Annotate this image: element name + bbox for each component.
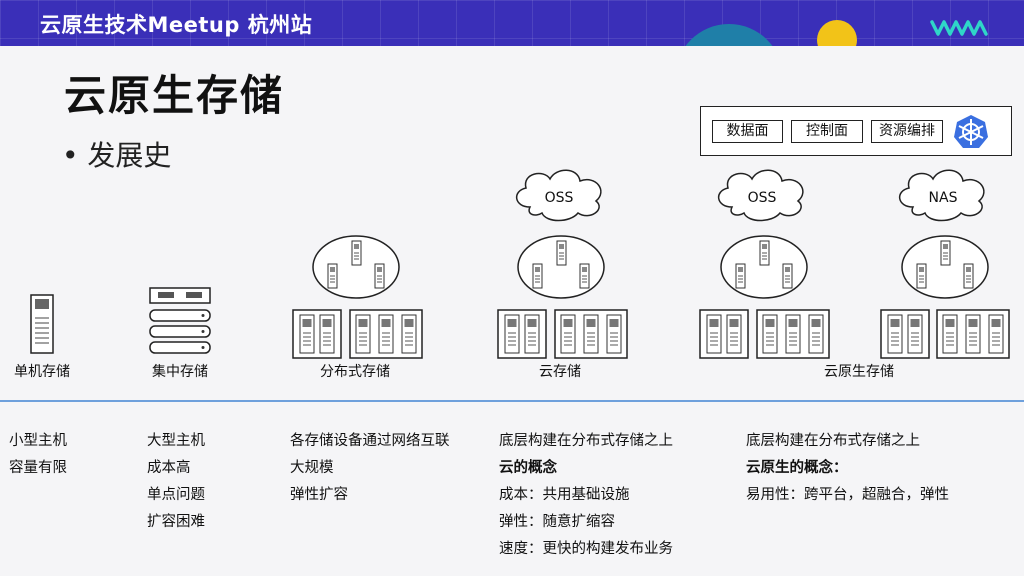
column-cloud-native: 底层构建在分布式存储之上 云原生的概念： 易用性：跨平台，超融合，弹性 [746, 428, 949, 509]
label-central: 集中存储 [152, 363, 208, 380]
cloud-label-oss-2: OSS [748, 190, 777, 206]
label-cloud: 云存储 [539, 364, 581, 380]
text-line: 易用性：跨平台，超融合，弹性 [746, 487, 949, 503]
label-cloud-native: 云原生存储 [824, 364, 894, 380]
banner-title: 云原生技术Meetup 杭州站 [40, 13, 313, 37]
legend-box: 数据面 控制面 资源编排 [700, 106, 1012, 156]
text-line-bold: 云的概念 [499, 460, 557, 476]
text-line: 小型主机 [9, 433, 67, 449]
text-line: 大型主机 [147, 433, 205, 449]
text-line: 速度：更快的构建发布业务 [499, 541, 673, 557]
central-storage-icon [149, 287, 211, 354]
section-divider [0, 400, 1024, 402]
label-single: 单机存储 [14, 364, 70, 380]
text-line: 成本：共用基础设施 [499, 487, 630, 503]
legend-data-plane: 数据面 [712, 120, 783, 143]
distributed-storage-group [293, 236, 422, 358]
text-line-bold: 云原生的概念： [746, 460, 848, 476]
text-line: 成本高 [147, 460, 191, 476]
text-line: 各存储设备通过网络互联 [290, 433, 450, 449]
single-server-icon [30, 294, 54, 354]
kubernetes-icon [952, 113, 990, 155]
text-line: 弹性扩容 [290, 487, 348, 503]
text-line: 底层构建在分布式存储之上 [499, 433, 673, 449]
wave-logo-icon [930, 18, 990, 42]
text-line: 大规模 [290, 460, 334, 476]
header-banner: 云原生技术Meetup 杭州站 [0, 0, 1024, 46]
text-line: 弹性：随意扩缩容 [499, 514, 615, 530]
bullet-history: • 发展史 [62, 139, 172, 172]
legend-control-plane: 控制面 [791, 120, 863, 143]
text-line: 单点问题 [147, 487, 205, 503]
legend-orchestration: 资源编排 [871, 120, 943, 143]
column-single: 小型主机 容量有限 [9, 428, 67, 482]
cloud-native-storage-group [700, 169, 1009, 358]
text-line: 容量有限 [9, 460, 67, 476]
column-central: 大型主机 成本高 单点问题 扩容困难 [147, 428, 205, 536]
cloud-label-nas: NAS [929, 190, 958, 206]
slide-title: 云原生存储 [64, 71, 285, 120]
text-line: 底层构建在分布式存储之上 [746, 433, 920, 449]
column-cloud: 底层构建在分布式存储之上 云的概念 成本：共用基础设施 弹性：随意扩缩容 速度：… [499, 428, 673, 563]
cloud-label-oss-1: OSS [545, 190, 574, 206]
text-line: 扩容困难 [147, 514, 205, 530]
label-distributed: 分布式存储 [320, 364, 390, 380]
column-distributed: 各存储设备通过网络互联 大规模 弹性扩容 [290, 428, 450, 509]
decor-yellow-circle [817, 20, 857, 46]
storage-history-diagram: 单机存储 集中存储 分布式存储 OSS 云存储 OSS [14, 169, 1024, 380]
